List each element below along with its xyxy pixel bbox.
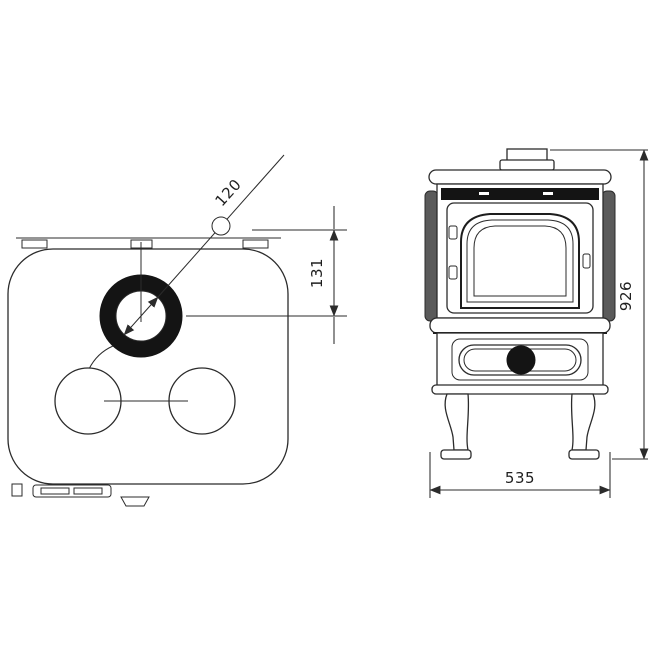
vent-slot-right — [543, 192, 553, 195]
flue-diameter-arrow — [123, 296, 159, 336]
top-vent-band — [441, 188, 599, 200]
top-plate — [428, 169, 612, 185]
side-panel-right — [601, 190, 616, 322]
flue-offset-label: 131 — [308, 258, 326, 288]
front-view — [424, 148, 616, 460]
diameter-symbol — [211, 216, 231, 236]
back-fitting-right — [242, 239, 269, 249]
leg-left — [444, 393, 470, 451]
back-fitting-left — [21, 239, 48, 249]
foot-left — [440, 449, 472, 460]
dimension-flue-offset: 131 — [186, 206, 347, 344]
shelf-band — [429, 317, 611, 334]
door-hinge-bottom — [448, 265, 458, 280]
base-plate — [431, 384, 609, 395]
front-fitting-left — [11, 483, 23, 497]
flue-collar-base — [499, 159, 555, 171]
dimension-overall-width: 535 — [429, 452, 611, 498]
door-window-inner — [466, 219, 574, 303]
overall-width-label: 535 — [505, 469, 535, 487]
top-view: 120 — [7, 154, 289, 507]
door-hinge-top — [448, 225, 458, 240]
foot-right — [568, 449, 600, 460]
door-latch — [582, 253, 591, 269]
dimension-overall-height: 926 — [550, 149, 649, 460]
leg-right — [570, 393, 596, 451]
front-tab — [120, 496, 150, 507]
door-glass-edge — [473, 225, 567, 297]
overall-height-label: 926 — [617, 281, 635, 311]
door-window-outer — [460, 213, 580, 309]
side-panel-left — [424, 190, 439, 322]
front-handle-slot-left — [40, 487, 70, 495]
front-handle-slot-right — [73, 487, 103, 495]
drawer-knob — [506, 345, 536, 375]
flue-to-burner-curve — [88, 345, 114, 370]
flue-collar — [506, 148, 548, 162]
vent-slot-left — [479, 192, 489, 195]
